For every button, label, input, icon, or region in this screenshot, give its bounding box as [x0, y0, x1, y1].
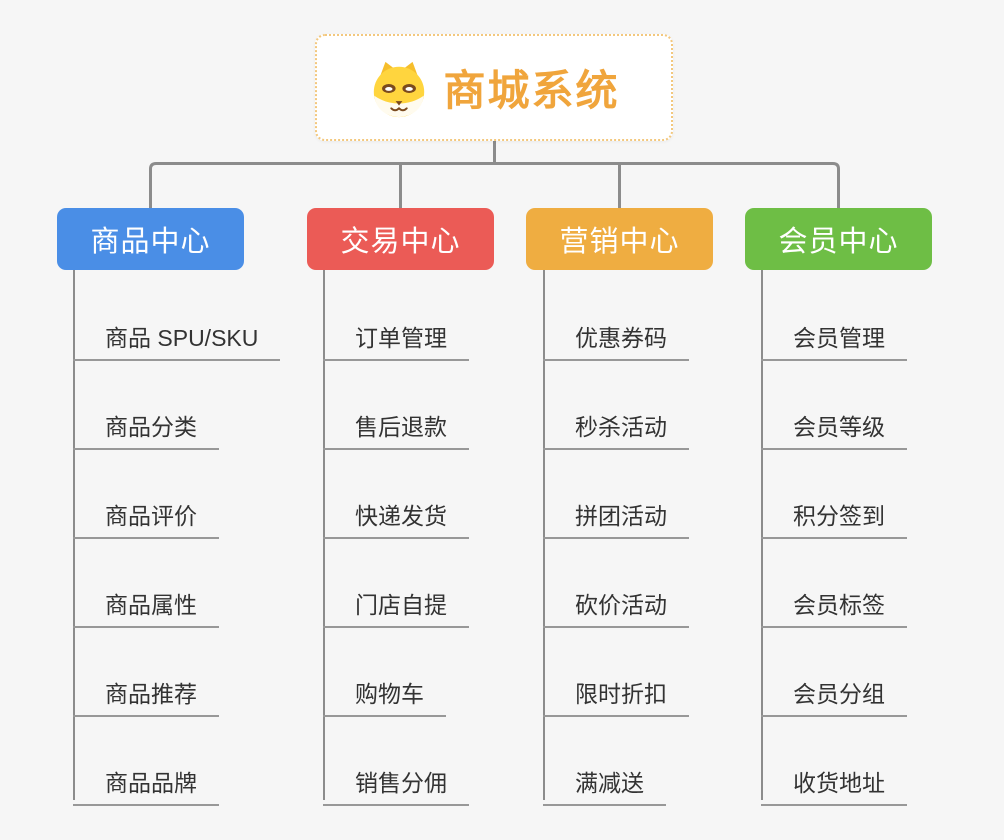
leaf-node[interactable]: 限时折扣 — [543, 669, 689, 717]
leaf-node[interactable]: 收货地址 — [761, 758, 907, 806]
leaf-node[interactable]: 会员管理 — [761, 313, 907, 361]
branch-trunk-line — [323, 270, 325, 800]
leaf-node[interactable]: 商品 SPU/SKU — [73, 313, 281, 361]
leaf-node[interactable]: 商品品牌 — [73, 758, 219, 806]
leaf-node[interactable]: 会员等级 — [761, 402, 907, 450]
leaf-node[interactable]: 砍价活动 — [543, 580, 689, 628]
leaf-node[interactable]: 门店自提 — [323, 580, 469, 628]
root-node[interactable]: 商城系统 — [315, 34, 673, 141]
branch-node-trade[interactable]: 交易中心 — [307, 208, 494, 270]
branch-trunk-line — [543, 270, 545, 800]
leaf-node[interactable]: 售后退款 — [323, 402, 469, 450]
leaf-node[interactable]: 积分签到 — [761, 491, 907, 539]
leaf-node[interactable]: 订单管理 — [323, 313, 469, 361]
branch-node-members[interactable]: 会员中心 — [745, 208, 932, 270]
leaf-node[interactable]: 满减送 — [543, 758, 666, 806]
leaf-node[interactable]: 商品分类 — [73, 402, 219, 450]
branch-node-marketing[interactable]: 营销中心 — [526, 208, 713, 270]
leaf-node[interactable]: 快递发货 — [323, 491, 469, 539]
leaf-node[interactable]: 会员标签 — [761, 580, 907, 628]
leaf-node[interactable]: 拼团活动 — [543, 491, 689, 539]
leaf-node[interactable]: 商品推荐 — [73, 669, 219, 717]
leaf-node[interactable]: 商品评价 — [73, 491, 219, 539]
leaf-node[interactable]: 购物车 — [323, 669, 446, 717]
leaf-node[interactable]: 商品属性 — [73, 580, 219, 628]
root-title: 商城系统 — [443, 67, 620, 114]
branch-bracket-line — [149, 162, 840, 210]
leaf-node[interactable]: 会员分组 — [761, 669, 907, 717]
branch-node-products[interactable]: 商品中心 — [57, 208, 244, 270]
leaf-node[interactable]: 优惠券码 — [543, 313, 689, 361]
branch-trunk-line — [761, 270, 763, 800]
leaf-node[interactable]: 秒杀活动 — [543, 402, 689, 450]
dog-face-icon — [374, 61, 425, 117]
branch-trunk-line — [73, 270, 75, 800]
leaf-node[interactable]: 销售分佣 — [323, 758, 469, 806]
